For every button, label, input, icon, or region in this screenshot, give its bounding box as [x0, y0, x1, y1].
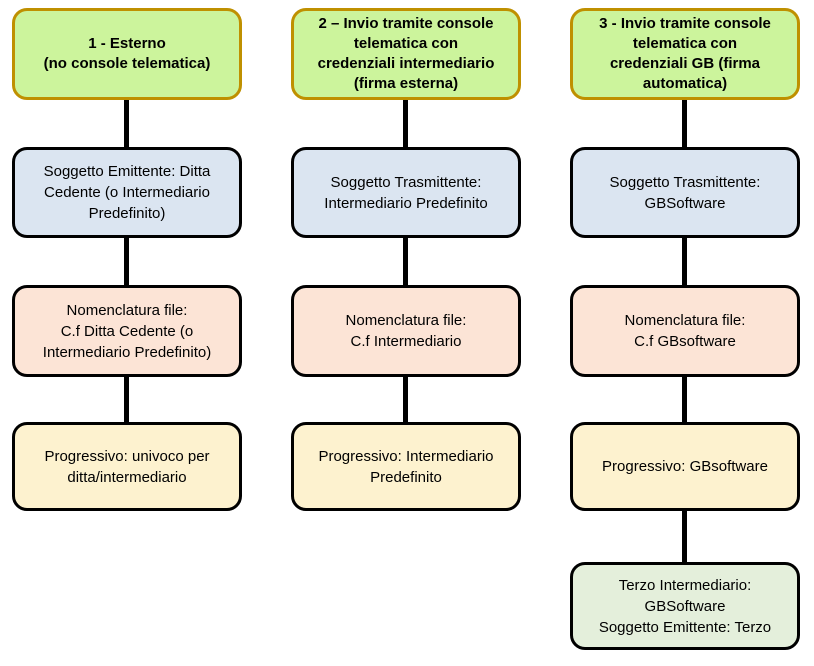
connector-line	[682, 375, 687, 425]
connector-line	[403, 375, 408, 425]
connector-line	[124, 375, 129, 425]
connector-line	[124, 236, 129, 288]
soggetto-box-2: Soggetto Trasmittente: Intermediario Pre…	[291, 147, 521, 238]
progressivo-box-1: Progressivo: univoco per ditta/intermedi…	[12, 422, 242, 511]
header-box-scenario-2: 2 – Invio tramite console telematica con…	[291, 8, 521, 100]
header-box-scenario-1: 1 - Esterno (no console telematica)	[12, 8, 242, 100]
terzo-intermediario-box: Terzo Intermediario: GBSoftware Soggetto…	[570, 562, 800, 650]
soggetto-box-1: Soggetto Emittente: Ditta Cedente (o Int…	[12, 147, 242, 238]
connector-line	[403, 98, 408, 150]
connector-line	[682, 509, 687, 565]
nomenclatura-box-1: Nomenclatura file: C.f Ditta Cedente (o …	[12, 285, 242, 377]
connector-line	[682, 236, 687, 288]
soggetto-box-3: Soggetto Trasmittente: GBSoftware	[570, 147, 800, 238]
connector-line	[124, 98, 129, 150]
nomenclatura-box-2: Nomenclatura file: C.f Intermediario	[291, 285, 521, 377]
connector-line	[403, 236, 408, 288]
progressivo-box-3: Progressivo: GBsoftware	[570, 422, 800, 511]
header-box-scenario-3: 3 - Invio tramite console telematica con…	[570, 8, 800, 100]
connector-line	[682, 98, 687, 150]
nomenclatura-box-3: Nomenclatura file: C.f GBsoftware	[570, 285, 800, 377]
progressivo-box-2: Progressivo: Intermediario Predefinito	[291, 422, 521, 511]
